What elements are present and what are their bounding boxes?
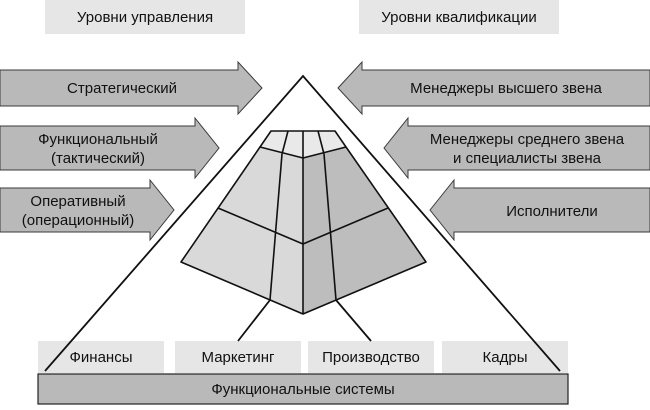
function-label: Финансы [70,349,133,366]
pyramid-divider-left [269,153,283,301]
function-box [308,341,434,373]
pyramid-border [180,130,427,315]
arrow-label-line2: (операционный) [22,212,135,229]
header-text: Уровни квалификации [381,9,536,26]
function-production: Производство [308,341,434,373]
arrow-strategic: Стратегический [0,60,263,116]
function-marketing: Маркетинг [175,341,301,373]
arrow-shape [0,116,220,180]
arrow-middle-managers: Менеджеры среднего звена и специалисты з… [383,116,650,180]
function-hr: Кадры [442,341,568,373]
function-box [38,341,164,373]
header-box [359,0,559,34]
function-finance: Финансы [38,341,164,373]
arrow-top-managers: Менеджеры высшего звена [337,60,650,116]
arrow-label-line1: Оперативный [30,193,125,210]
arrow-shape [0,60,263,116]
arrow-label-line1: Функциональный [38,131,158,148]
arrow-label: Исполнители [506,203,598,220]
header-levels-qualification: Уровни квалификации [359,0,559,34]
base-label: Функциональные системы [211,381,394,398]
pyramid-outline [44,74,561,372]
header-box [45,0,245,34]
base-bar [37,373,569,405]
arrow-label-line2: (тактический) [51,150,145,167]
function-box [175,341,301,373]
header-levels-management: Уровни управления [45,0,245,34]
function-label: Кадры [483,349,528,366]
arrow-shape [0,178,175,242]
arrow-label: Менеджеры высшего звена [410,80,602,97]
function-label: Производство [322,349,420,366]
arrow-functional: Функциональный (тактический) [0,116,220,180]
pyramid-top-split-left [281,130,289,155]
arrow-operational: Оперативный (операционный) [0,178,175,242]
pyramid-grid [180,130,427,315]
pyramid-divider-right [323,153,337,301]
arrow-label-line1: Менеджеры среднего звена [430,131,625,148]
header-text: Уровни управления [77,9,213,26]
pyramid-top-split-right [317,130,325,155]
arrow-shape [429,178,650,242]
arrow-label-line2: и специалисты звена [453,150,602,167]
arrow-executors: Исполнители [429,178,650,242]
arrow-shape [383,116,650,180]
connector-production [335,299,372,342]
arrow-shape [337,60,650,116]
connector-marketing [237,299,271,342]
arrow-label: Стратегический [67,80,177,97]
function-label: Маркетинг [202,349,275,366]
functional-systems-bar: Функциональные системы [37,373,569,405]
